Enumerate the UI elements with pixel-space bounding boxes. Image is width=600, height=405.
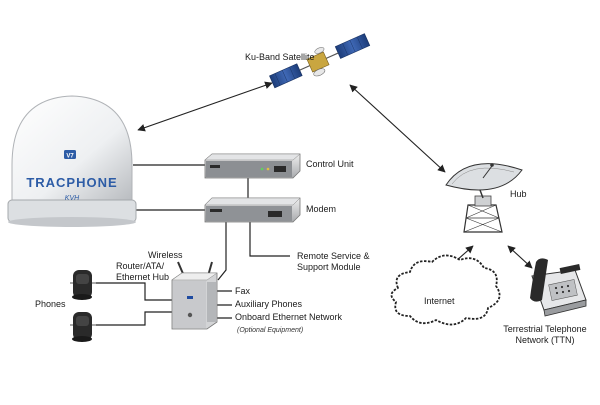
modem-label: Modem: [306, 204, 337, 214]
fax-label: Fax: [235, 286, 251, 296]
ttn-label-line2: Network (TTN): [515, 335, 575, 345]
dome-maker: KVH: [65, 195, 80, 202]
wireless-label-line2: Router/ATA/: [116, 261, 165, 271]
model-badge: [64, 150, 76, 159]
modem-remote-service-line: [249, 222, 290, 257]
modem-router-line: [217, 222, 227, 281]
optional-equipment-label: (Optional Equipment): [237, 327, 304, 334]
modem-box: [204, 197, 301, 223]
hub-ttn-arrow: [507, 245, 533, 269]
satellite-icon: [269, 33, 371, 89]
wireless-router: [171, 261, 218, 330]
signal-arrows: [137, 81, 533, 269]
remote-service-label-line1: Remote Service &: [297, 251, 370, 261]
hub-dish-icon: [445, 163, 523, 233]
svg-text:V7: V7: [66, 154, 74, 160]
wireless-label-line1: Wireless: [148, 250, 183, 260]
dome-satellite-arrow: [137, 81, 273, 132]
onboard-network-label: Onboard Ethernet Network: [235, 312, 343, 322]
telephone-icon: [530, 258, 587, 317]
phones-label: Phones: [35, 299, 66, 309]
satellite-hub-arrow: [349, 84, 446, 173]
phone1-router-line: [96, 282, 172, 301]
ttn-label-line1: Terrestrial Telephone: [503, 324, 587, 334]
control-unit-label: Control Unit: [306, 159, 354, 169]
internet-label: Internet: [424, 296, 455, 306]
hub-label: Hub: [510, 189, 527, 199]
dome-brand: TRACPHONE: [26, 175, 117, 190]
aux-phones-label: Auxiliary Phones: [235, 299, 303, 309]
control-unit-box: [204, 153, 301, 179]
remote-service-label-line2: Support Module: [297, 262, 361, 272]
wireless-label-line3: Ethernet Hub: [116, 272, 170, 282]
internet-cloud: [390, 254, 501, 326]
satellite-label: Ku-Band Satellite: [245, 52, 315, 62]
phone-handset-1: [72, 270, 92, 300]
phone2-router-line: [96, 311, 172, 326]
tracphone-dome: V7 TRACPHONE KVH: [7, 95, 137, 227]
phone-handset-2: [72, 312, 92, 342]
